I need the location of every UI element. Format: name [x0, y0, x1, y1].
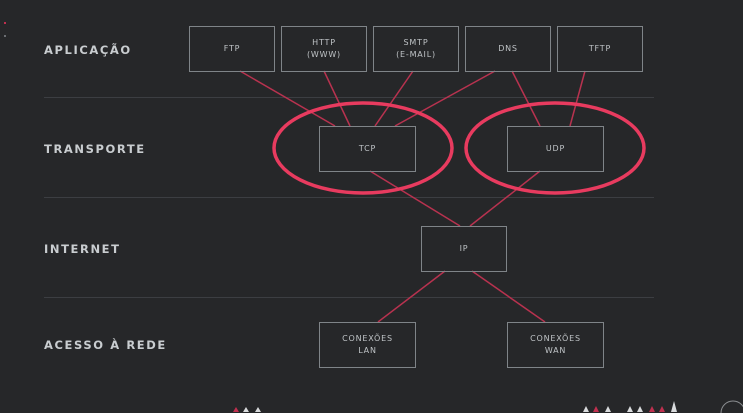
edge-dns-udp	[511, 70, 541, 127]
node-tcp-label: TCP	[358, 144, 377, 153]
node-tftp-label: TFTP	[588, 44, 612, 53]
edge-udp-ip	[469, 170, 541, 227]
node-ftp: FTP	[189, 26, 275, 72]
divider-application-transport	[44, 97, 654, 98]
node-tftp: TFTP	[557, 26, 643, 72]
node-ftp-label: FTP	[223, 44, 241, 53]
layer-label-transport: TRANSPORTE	[44, 142, 146, 156]
edge-tftp-udp	[569, 70, 586, 127]
node-http: HTTP (WWW)	[281, 26, 367, 72]
node-wan: CONEXÕES WAN	[507, 322, 604, 368]
edge-dns-tcp	[394, 70, 496, 127]
node-lan: CONEXÕES LAN	[319, 322, 416, 368]
node-ip: IP	[421, 226, 507, 272]
edge-ip-lan	[377, 270, 446, 323]
node-lan-label: CONEXÕES LAN	[342, 334, 393, 355]
node-smtp-label: SMTP (E-MAIL)	[396, 38, 436, 59]
node-dns-label: DNS	[498, 44, 518, 53]
edge-ftp-tcp	[239, 70, 336, 127]
node-http-label: HTTP (WWW)	[307, 38, 341, 59]
layer-label-network-access: ACESSO À REDE	[44, 338, 167, 352]
highlight-ellipse-udp	[464, 101, 646, 195]
footer-decoration-left	[233, 407, 261, 412]
layer-label-internet: INTERNET	[44, 242, 121, 256]
node-ip-label: IP	[459, 244, 469, 253]
divider-transport-internet	[44, 197, 654, 198]
edge-smtp-tcp	[374, 70, 414, 127]
node-smtp: SMTP (E-MAIL)	[373, 26, 459, 72]
node-udp: UDP	[507, 126, 604, 172]
corner-decoration-top-left	[4, 22, 6, 37]
highlight-ellipse-tcp	[272, 101, 454, 195]
node-udp-label: UDP	[545, 144, 566, 153]
footer-decoration-right	[583, 400, 743, 413]
edge-ip-wan	[471, 270, 546, 323]
divider-internet-access	[44, 297, 654, 298]
edge-http-tcp	[323, 70, 351, 127]
node-tcp: TCP	[319, 126, 416, 172]
node-dns: DNS	[465, 26, 551, 72]
edge-tcp-ip	[369, 170, 461, 227]
node-wan-label: CONEXÕES WAN	[530, 334, 581, 355]
layer-label-application: APLICAÇÃO	[44, 43, 132, 57]
